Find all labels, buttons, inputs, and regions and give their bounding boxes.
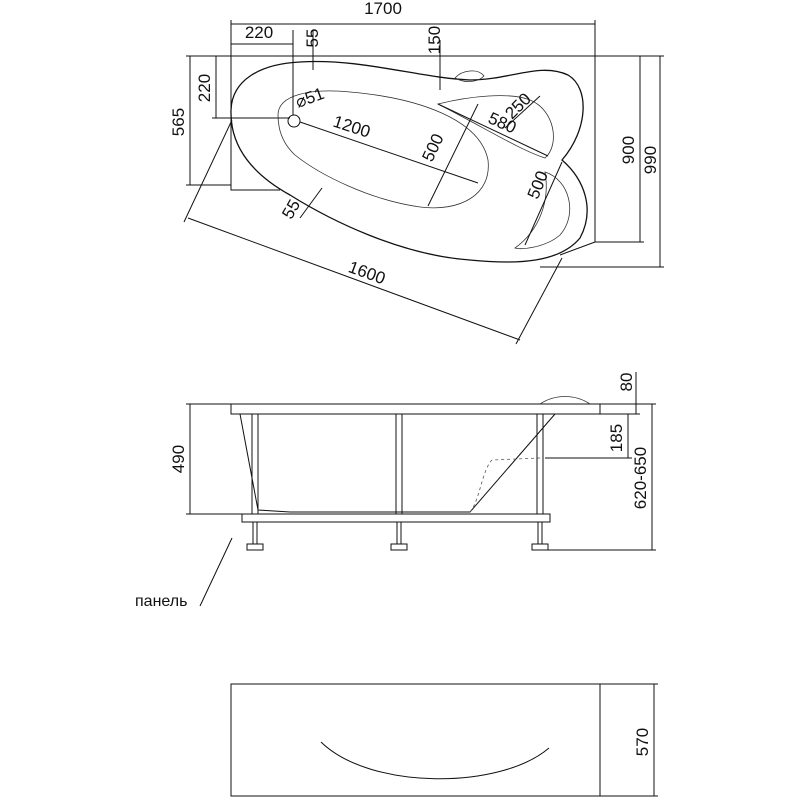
dim-570: 570 bbox=[633, 728, 652, 756]
dim-565: 565 bbox=[169, 108, 188, 136]
dim-55-drain: 55 bbox=[303, 29, 322, 48]
panel-arc bbox=[320, 741, 550, 780]
side-frame-post bbox=[395, 413, 403, 515]
dim-line-1600 bbox=[187, 217, 521, 341]
dim-line-250 bbox=[504, 95, 541, 129]
dim-220-left: 220 bbox=[195, 74, 214, 102]
side-foot bbox=[390, 543, 408, 551]
side-frame-post bbox=[251, 413, 259, 515]
panel-rectangle bbox=[230, 683, 601, 797]
side-tub-hidden bbox=[469, 457, 541, 513]
side-tub-body bbox=[239, 413, 556, 513]
side-view: 490 80 185 620-650 панель bbox=[135, 372, 656, 610]
dim-990: 990 bbox=[641, 146, 660, 174]
panel-view: 570 bbox=[230, 683, 658, 797]
top-outline bbox=[230, 55, 596, 256]
side-frame-post bbox=[536, 413, 544, 515]
dim-line-580 bbox=[437, 103, 549, 157]
side-rim bbox=[230, 403, 601, 415]
side-foot bbox=[246, 543, 264, 551]
dim-1700: 1700 bbox=[364, 0, 402, 18]
headrest bbox=[454, 70, 485, 82]
ext-line bbox=[515, 257, 563, 345]
tub-seat bbox=[436, 95, 554, 159]
dim-80: 80 bbox=[617, 373, 636, 392]
tub-right-lobe bbox=[514, 171, 571, 250]
dim-185: 185 bbox=[607, 424, 626, 452]
panel-label: панель bbox=[135, 593, 187, 610]
top-view: 1700 220 55 150 220 565 ⌀51 1200 500 580… bbox=[169, 0, 664, 345]
tub-inner-basin bbox=[277, 90, 489, 209]
side-leg bbox=[396, 521, 402, 545]
dim-220-top: 220 bbox=[245, 23, 273, 42]
dim-150: 150 bbox=[425, 26, 444, 54]
dim-620-650: 620-650 bbox=[631, 447, 650, 509]
dim-line-500-inner bbox=[427, 103, 479, 207]
drain-circle bbox=[287, 114, 301, 128]
panel-leader-line bbox=[199, 537, 233, 607]
dim-490: 490 bbox=[169, 445, 188, 473]
dim-line-1200 bbox=[299, 121, 479, 184]
side-foot bbox=[531, 543, 549, 551]
side-leg bbox=[537, 521, 543, 545]
tub-outline bbox=[230, 60, 588, 263]
dim-line-55-rim bbox=[299, 187, 323, 219]
side-headrest bbox=[539, 396, 591, 405]
dim-line-500-seat bbox=[524, 161, 563, 246]
dim-900: 900 bbox=[619, 136, 638, 164]
side-frame-bar bbox=[241, 513, 551, 523]
side-leg bbox=[252, 521, 258, 545]
ext-line bbox=[183, 119, 233, 223]
